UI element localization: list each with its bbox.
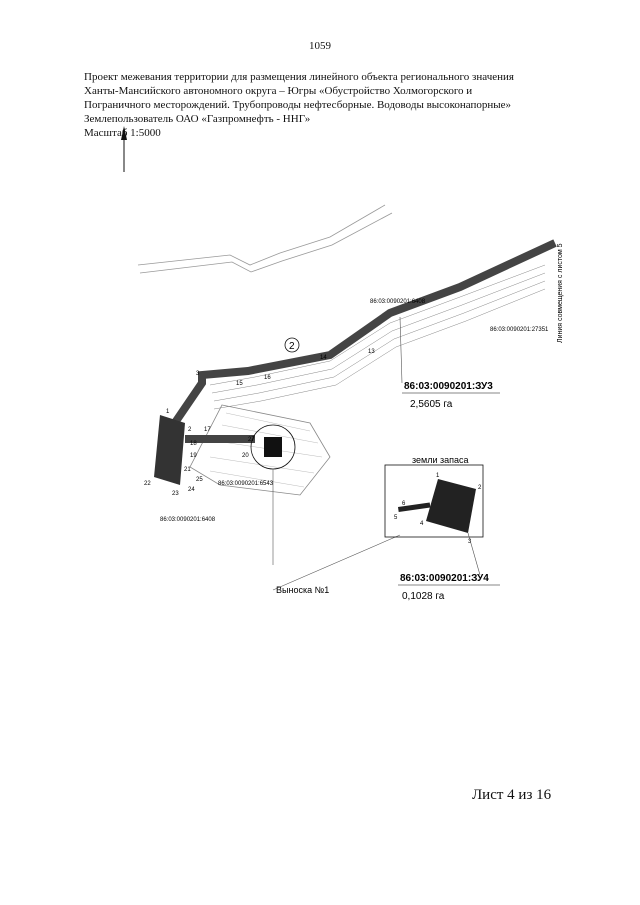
svg-text:14: 14 [320, 355, 327, 361]
cadastral-map: 2 86:03:0090201:6408 86:03:0090201:27351… [137, 204, 564, 602]
inset-parcel [426, 479, 476, 533]
header-line-2: Ханты-Мансийского автономного округа – Ю… [84, 85, 473, 97]
inset-title: земли запаса [412, 455, 469, 465]
svg-text:18: 18 [190, 441, 197, 447]
svg-text:15: 15 [236, 381, 243, 387]
svg-text:27: 27 [248, 437, 255, 443]
header-line-1: Проект межевания территории для размещен… [84, 71, 514, 83]
svg-text:24: 24 [188, 487, 195, 493]
road-line [137, 204, 386, 266]
parcel-label-6408-low: 86:03:0090201:6408 [160, 517, 216, 523]
sheet-counter: Лист 4 из 16 [472, 787, 552, 803]
pipe-connector [185, 435, 255, 443]
zu3-area: 2,5605 га [410, 399, 453, 410]
svg-text:13: 13 [368, 349, 375, 355]
zu4-leader [467, 532, 481, 576]
svg-text:21: 21 [184, 467, 191, 473]
header-land-user: Землепользователь ОАО «Газпромнефть - НН… [84, 113, 311, 125]
callout-number-circle [284, 337, 300, 353]
inset-frame [384, 464, 484, 538]
match-line-label: Линия совмещения с листом 5 [557, 243, 564, 343]
road-line-2 [139, 212, 393, 274]
page-number: 1059 [309, 40, 331, 52]
point-labels: 3 13 14 15 16 1 2 17 18 19 20 27 21 22 2… [144, 349, 375, 497]
svg-text:1: 1 [166, 409, 170, 415]
svg-text:20: 20 [242, 453, 249, 459]
svg-text:4: 4 [420, 521, 424, 527]
svg-text:6: 6 [402, 501, 406, 507]
svg-text:2: 2 [478, 485, 482, 491]
callout-label: Выноска №1 [276, 585, 329, 595]
svg-text:22: 22 [144, 481, 151, 487]
corridor-hatch [209, 264, 546, 410]
callout-number: 2 [289, 341, 295, 352]
parcel-zu4-on-map [264, 437, 282, 457]
svg-text:5: 5 [394, 515, 398, 521]
parcel-label-27351: 86:03:0090201:27351 [490, 327, 549, 333]
svg-text:16: 16 [264, 375, 271, 381]
zu4-area: 0,1028 га [402, 591, 445, 602]
svg-text:1: 1 [436, 473, 440, 479]
svg-text:2: 2 [188, 427, 192, 433]
parcel-label-6408: 86:03:0090201:6408 [370, 299, 426, 305]
parcel-label-6543: 86:03:0090201:6543 [218, 481, 274, 487]
header-scale: Масштаб 1:5000 [84, 127, 161, 139]
inset-pipe [398, 502, 431, 512]
zu4-label: 86:03:0090201:ЗУ4 [400, 573, 489, 584]
callout-leader-2 [272, 534, 401, 591]
svg-text:3: 3 [196, 371, 200, 377]
site-boundary [189, 404, 331, 496]
parcel-zu3-corridor [168, 239, 557, 430]
svg-text:3: 3 [468, 539, 472, 545]
svg-text:23: 23 [172, 491, 179, 497]
header-line-3: Пограничного месторождений. Трубопроводы… [84, 99, 512, 111]
svg-text:19: 19 [190, 453, 197, 459]
north-arrow-icon [121, 126, 127, 172]
svg-text:17: 17 [204, 427, 211, 433]
svg-text:25: 25 [196, 477, 203, 483]
parcel-dark-block [154, 415, 185, 485]
zu3-leader [399, 316, 403, 384]
inset-point-labels: 1 2 3 4 5 6 [394, 473, 482, 545]
document-header: Проект межевания территории для размещен… [84, 70, 564, 140]
zu3-label: 86:03:0090201:ЗУ3 [404, 381, 493, 392]
